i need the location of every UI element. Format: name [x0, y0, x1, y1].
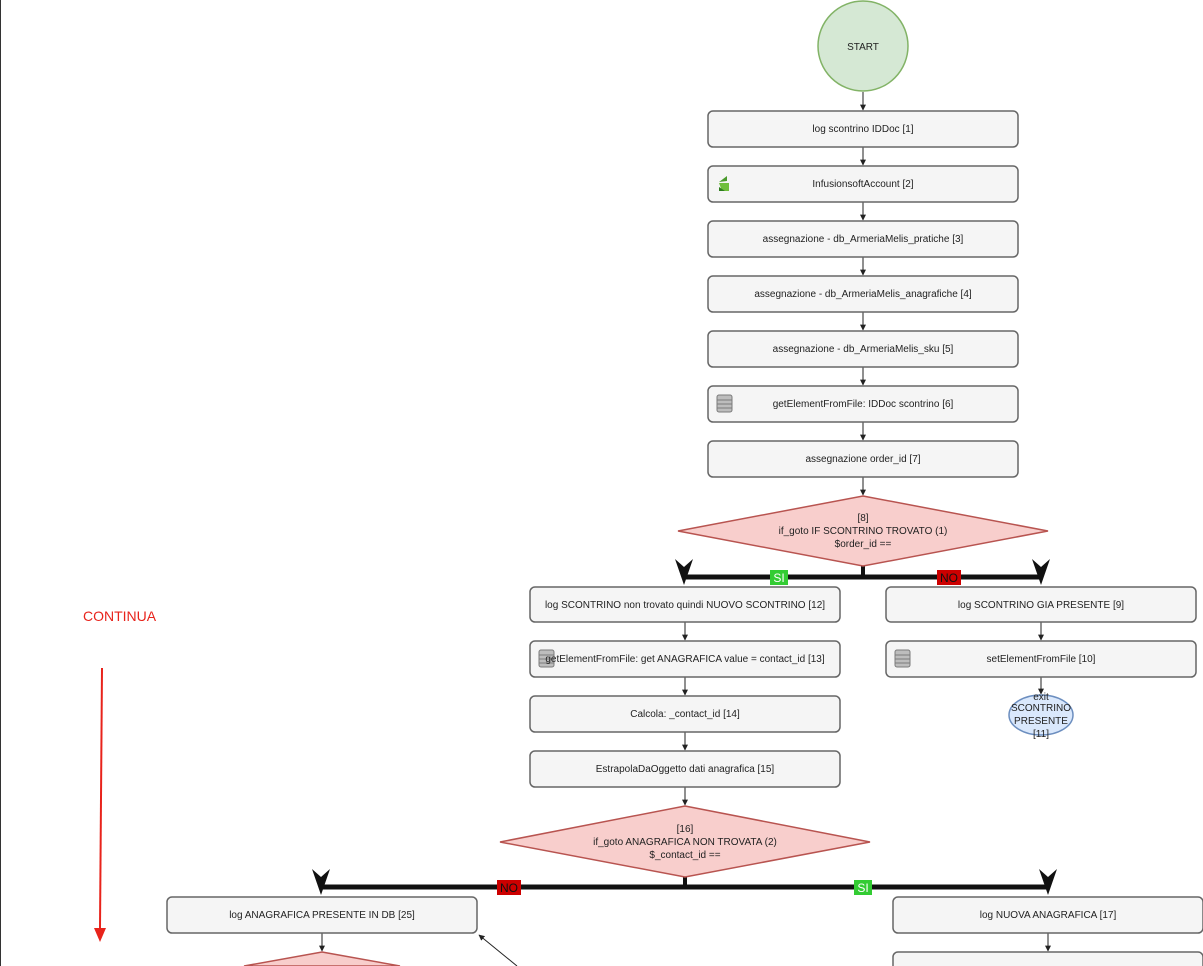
start-label: START: [847, 42, 879, 53]
branch-arrow-right-16: [1039, 869, 1057, 895]
node-3-label: assegnazione - db_ArmeriaMelis_pratiche …: [763, 234, 964, 245]
exit-11-line3: PRESENTE: [1014, 716, 1068, 727]
database-icon: [538, 649, 555, 668]
node-1[interactable]: log scontrino IDDoc [1]: [707, 110, 1019, 148]
node-17-label: log NUOVA ANAGRAFICA [17]: [980, 910, 1117, 921]
connectors: [319, 92, 1051, 966]
decision-16-condition: if_goto ANAGRAFICA NON TROVATA (2): [593, 837, 777, 848]
exit-11-line1: exit: [1033, 692, 1049, 703]
node-12[interactable]: log SCONTRINO non trovato quindi NUOVO S…: [529, 586, 841, 623]
node-7-label: assegnazione order_id [7]: [805, 454, 920, 465]
flag-si-8: [770, 570, 788, 585]
node-1-label: log scontrino IDDoc [1]: [812, 124, 913, 135]
flag-si-16-label: SI: [857, 881, 868, 895]
decision-8[interactable]: [8] if_goto IF SCONTRINO TROVATO (1) $or…: [677, 495, 1049, 567]
node-5-label: assegnazione - db_ArmeriaMelis_sku [5]: [773, 344, 954, 355]
database-icon: [716, 394, 733, 413]
continua-arrow: [94, 667, 106, 942]
infusionsoft-icon: [719, 176, 729, 191]
decision-16[interactable]: [16] if_goto ANAGRAFICA NON TROVATA (2) …: [499, 805, 871, 878]
flag-no-8: [937, 570, 961, 585]
node-10-label: setElementFromFile [10]: [987, 654, 1096, 665]
node-9-label: log SCONTRINO GIA PRESENTE [9]: [958, 600, 1124, 611]
decision-8-condition: if_goto IF SCONTRINO TROVATO (1): [779, 526, 948, 537]
node-9[interactable]: log SCONTRINO GIA PRESENTE [9]: [885, 586, 1197, 623]
branch-bar-8: SI NO: [675, 559, 1050, 585]
node-5[interactable]: assegnazione - db_ArmeriaMelis_sku [5]: [707, 330, 1019, 368]
continua-annotation: CONTINUA: [83, 608, 157, 624]
flag-si-8-label: SI: [773, 571, 784, 585]
node-14[interactable]: Calcola: _contact_id [14]: [529, 695, 841, 733]
node-6-label: getElementFromFile: IDDoc scontrino [6]: [773, 399, 954, 410]
exit-node-11[interactable]: exit SCONTRINO PRESENTE [11]: [1008, 692, 1074, 740]
node-14-label: Calcola: _contact_id [14]: [630, 709, 740, 720]
branch-arrow-left-8: [675, 559, 693, 585]
node-2[interactable]: InfusionsoftAccount [2]: [707, 165, 1019, 203]
node-25-label: log ANAGRAFICA PRESENTE IN DB [25]: [229, 910, 415, 921]
node-25[interactable]: log ANAGRAFICA PRESENTE IN DB [25]: [166, 896, 478, 934]
partial-node-below-17: [892, 951, 1203, 966]
start-node[interactable]: START: [817, 0, 909, 92]
decision-16-variable: $_contact_id ==: [649, 850, 720, 861]
decision-16-id: [16]: [677, 824, 694, 835]
edge-return-25: [478, 934, 518, 966]
node-10[interactable]: setElementFromFile [10]: [885, 640, 1197, 678]
decision-8-id: [8]: [857, 513, 868, 524]
flag-si-16: [854, 880, 872, 895]
flag-no-16-label: NO: [500, 881, 518, 895]
node-6[interactable]: getElementFromFile: IDDoc scontrino [6]: [707, 385, 1019, 423]
decision-8-variable: $order_id ==: [835, 539, 892, 550]
node-13-label: getElementFromFile: get ANAGRAFICA value…: [545, 654, 825, 665]
node-3[interactable]: assegnazione - db_ArmeriaMelis_pratiche …: [707, 220, 1019, 258]
node-17[interactable]: log NUOVA ANAGRAFICA [17]: [892, 896, 1203, 934]
node-7[interactable]: assegnazione order_id [7]: [707, 440, 1019, 478]
branch-bar-16: NO SI: [312, 869, 1057, 895]
node-2-label: InfusionsoftAccount [2]: [812, 179, 913, 190]
exit-11-line4: [11]: [1033, 729, 1049, 740]
exit-11-line2: SCONTRINO: [1011, 703, 1071, 714]
node-4-label: assegnazione - db_ArmeriaMelis_anagrafic…: [754, 289, 972, 300]
flag-no-16: [497, 880, 521, 895]
node-15-label: EstrapolaDaOggetto dati anagrafica [15]: [596, 764, 775, 775]
node-4[interactable]: assegnazione - db_ArmeriaMelis_anagrafic…: [707, 275, 1019, 313]
branch-arrow-left-16: [312, 869, 330, 895]
flag-no-8-label: NO: [940, 571, 958, 585]
node-12-label: log SCONTRINO non trovato quindi NUOVO S…: [545, 600, 825, 611]
node-13[interactable]: getElementFromFile: get ANAGRAFICA value…: [529, 640, 841, 678]
partial-decision-below-25: [243, 951, 401, 966]
node-15[interactable]: EstrapolaDaOggetto dati anagrafica [15]: [529, 750, 841, 788]
branch-arrow-right-8: [1032, 559, 1050, 585]
database-icon: [894, 649, 911, 668]
